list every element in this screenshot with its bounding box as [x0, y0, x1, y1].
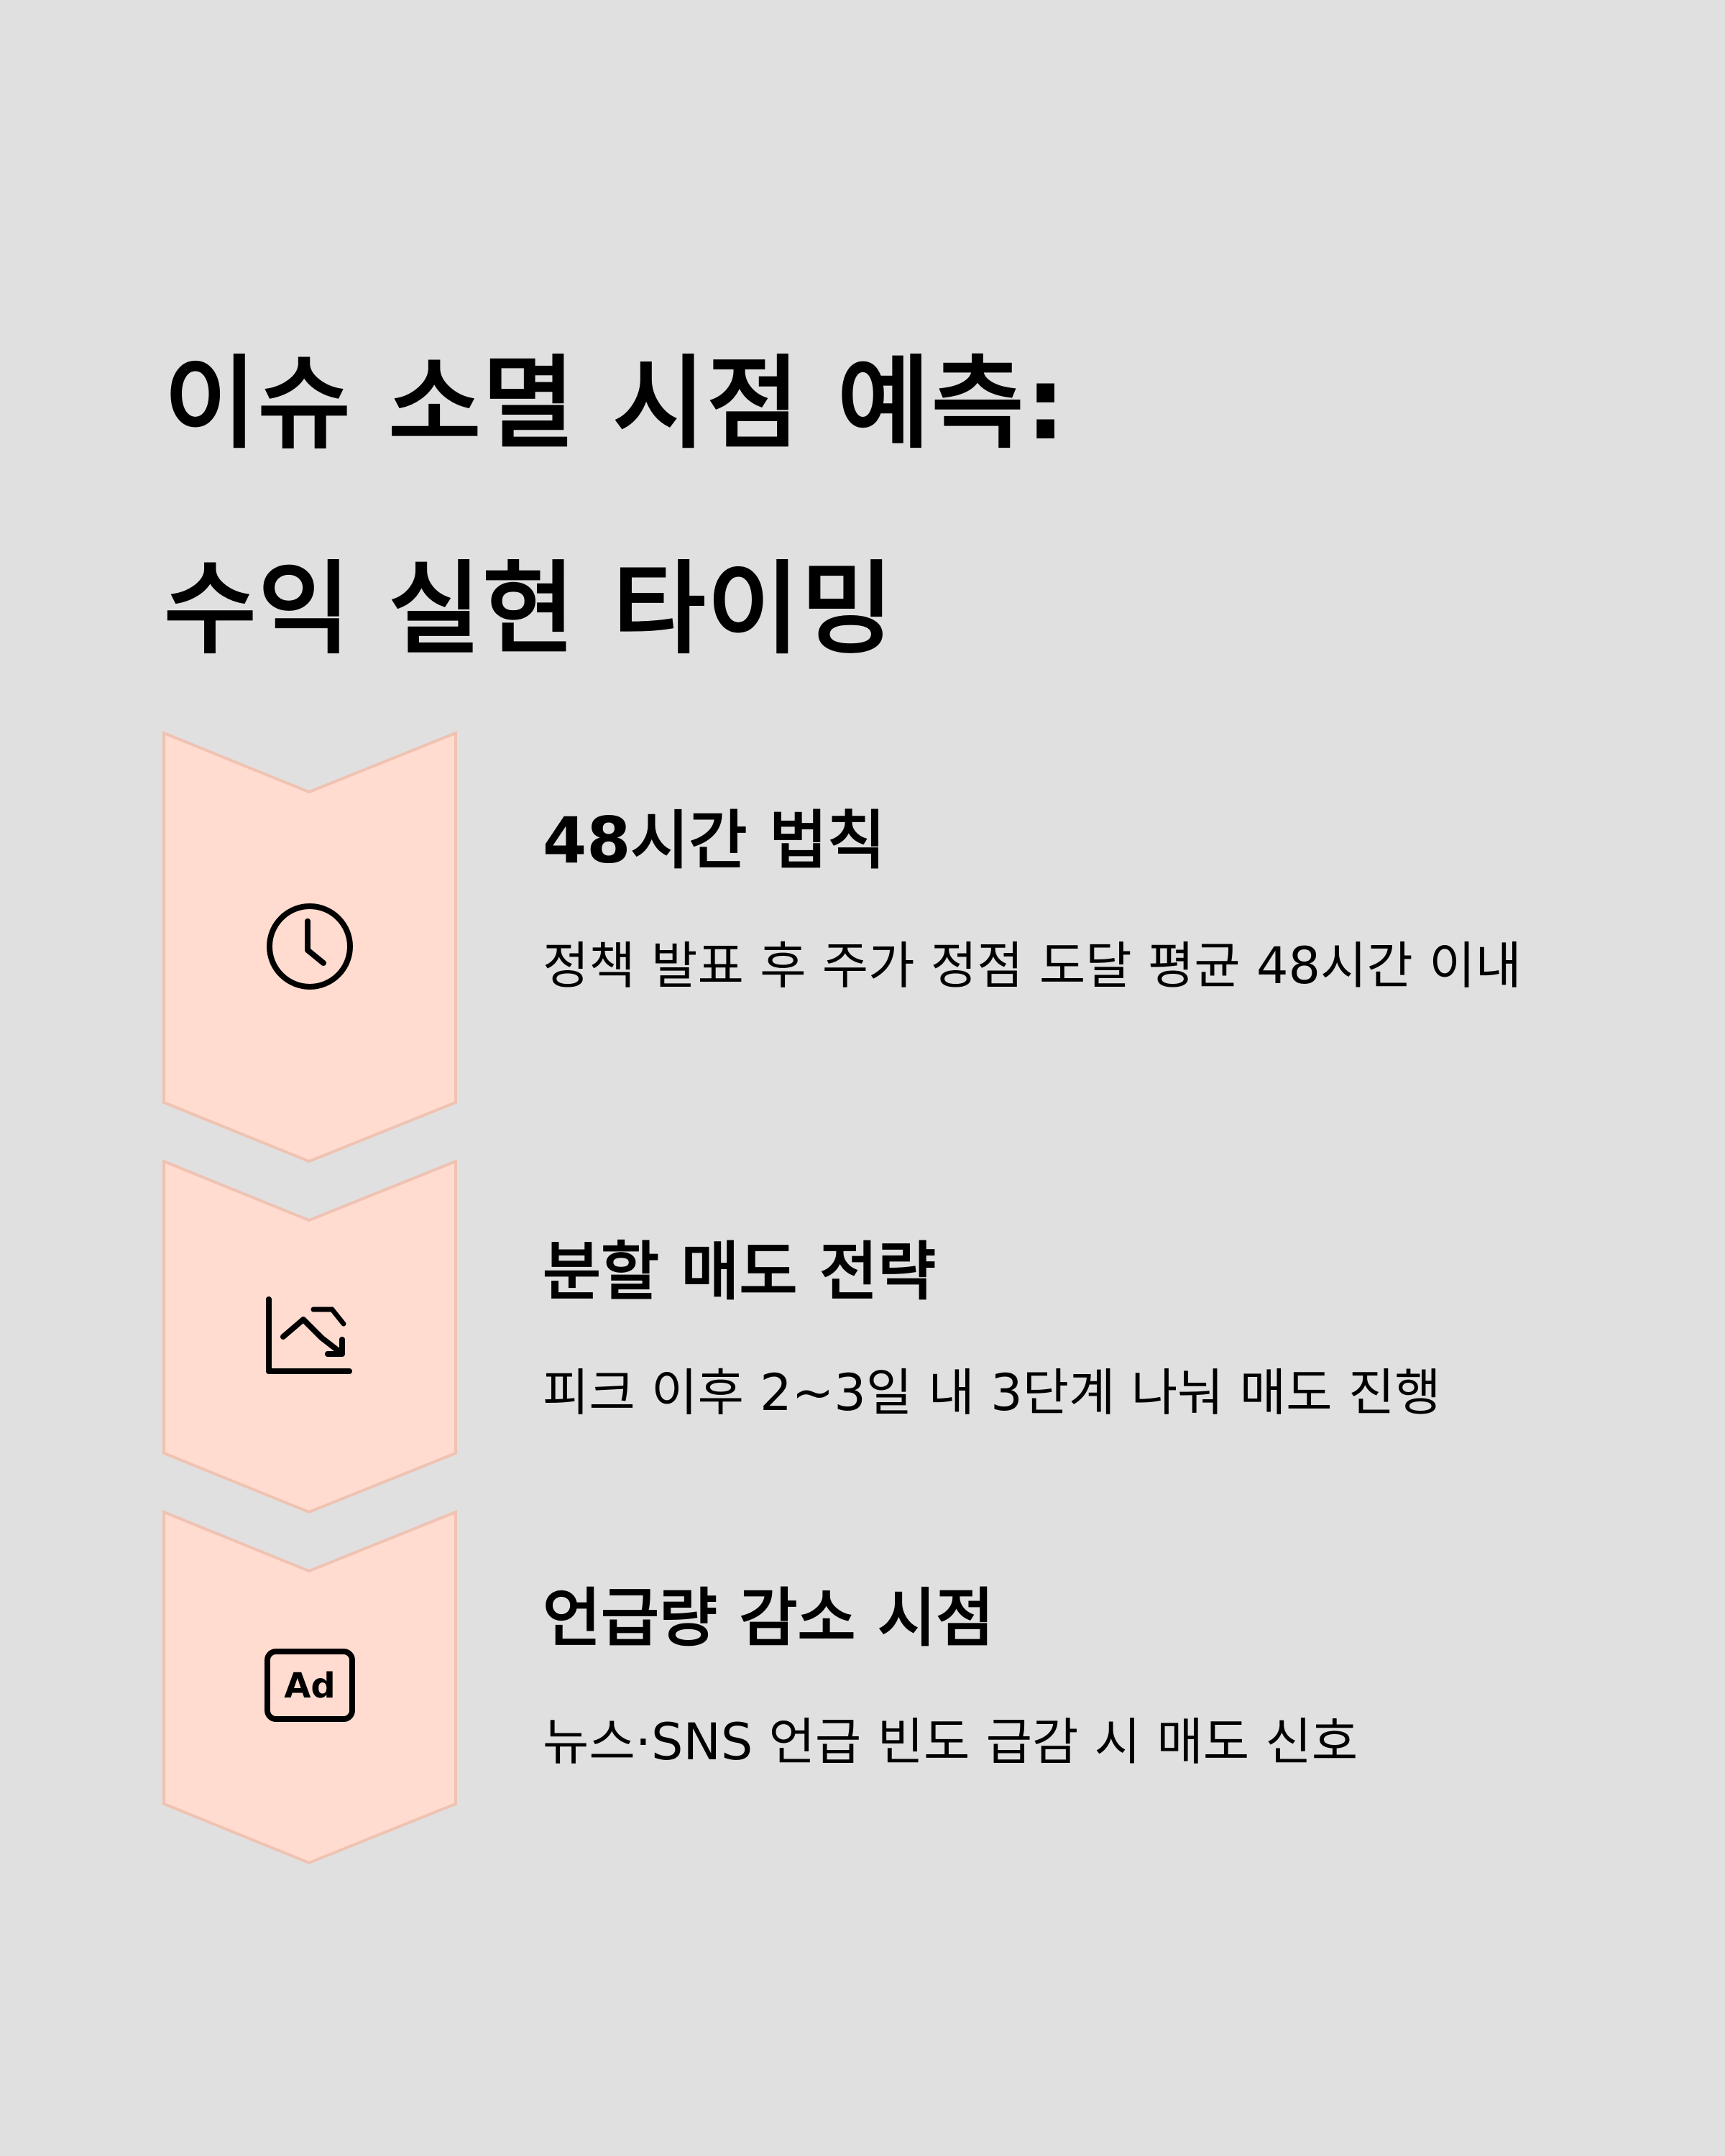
step-3-description: 뉴스·SNS 언급 빈도 급감 시 매도 신호 [543, 1713, 1358, 1772]
title-line-2: 수익 실현 타이밍 [164, 551, 896, 668]
chart-trend-down-icon [266, 1296, 352, 1374]
ad-badge-label: Ad [284, 1666, 336, 1706]
title-line-1: 이슈 소멸 시점 예측: [164, 346, 1067, 463]
step-2-chevron [162, 1159, 457, 1514]
step-1-heading: 48시간 법칙 [543, 803, 886, 877]
step-1-description: 정책 발표 후 주가 정점 도달 평균 48시간 이내 [543, 936, 1522, 995]
step-3-heading: 언급량 감소 시점 [543, 1581, 994, 1655]
step-2-heading: 분할 매도 전략 [543, 1235, 937, 1309]
ad-badge-icon: Ad [264, 1649, 355, 1722]
clock-icon [267, 903, 353, 990]
page-title: 이슈 소멸 시점 예측: 수익 실현 타이밍 [164, 302, 1067, 713]
step-2-description: 피크 이후 2~3일 내 3단계 나눠 매도 진행 [543, 1363, 1441, 1422]
step-3-chevron [162, 1510, 457, 1865]
